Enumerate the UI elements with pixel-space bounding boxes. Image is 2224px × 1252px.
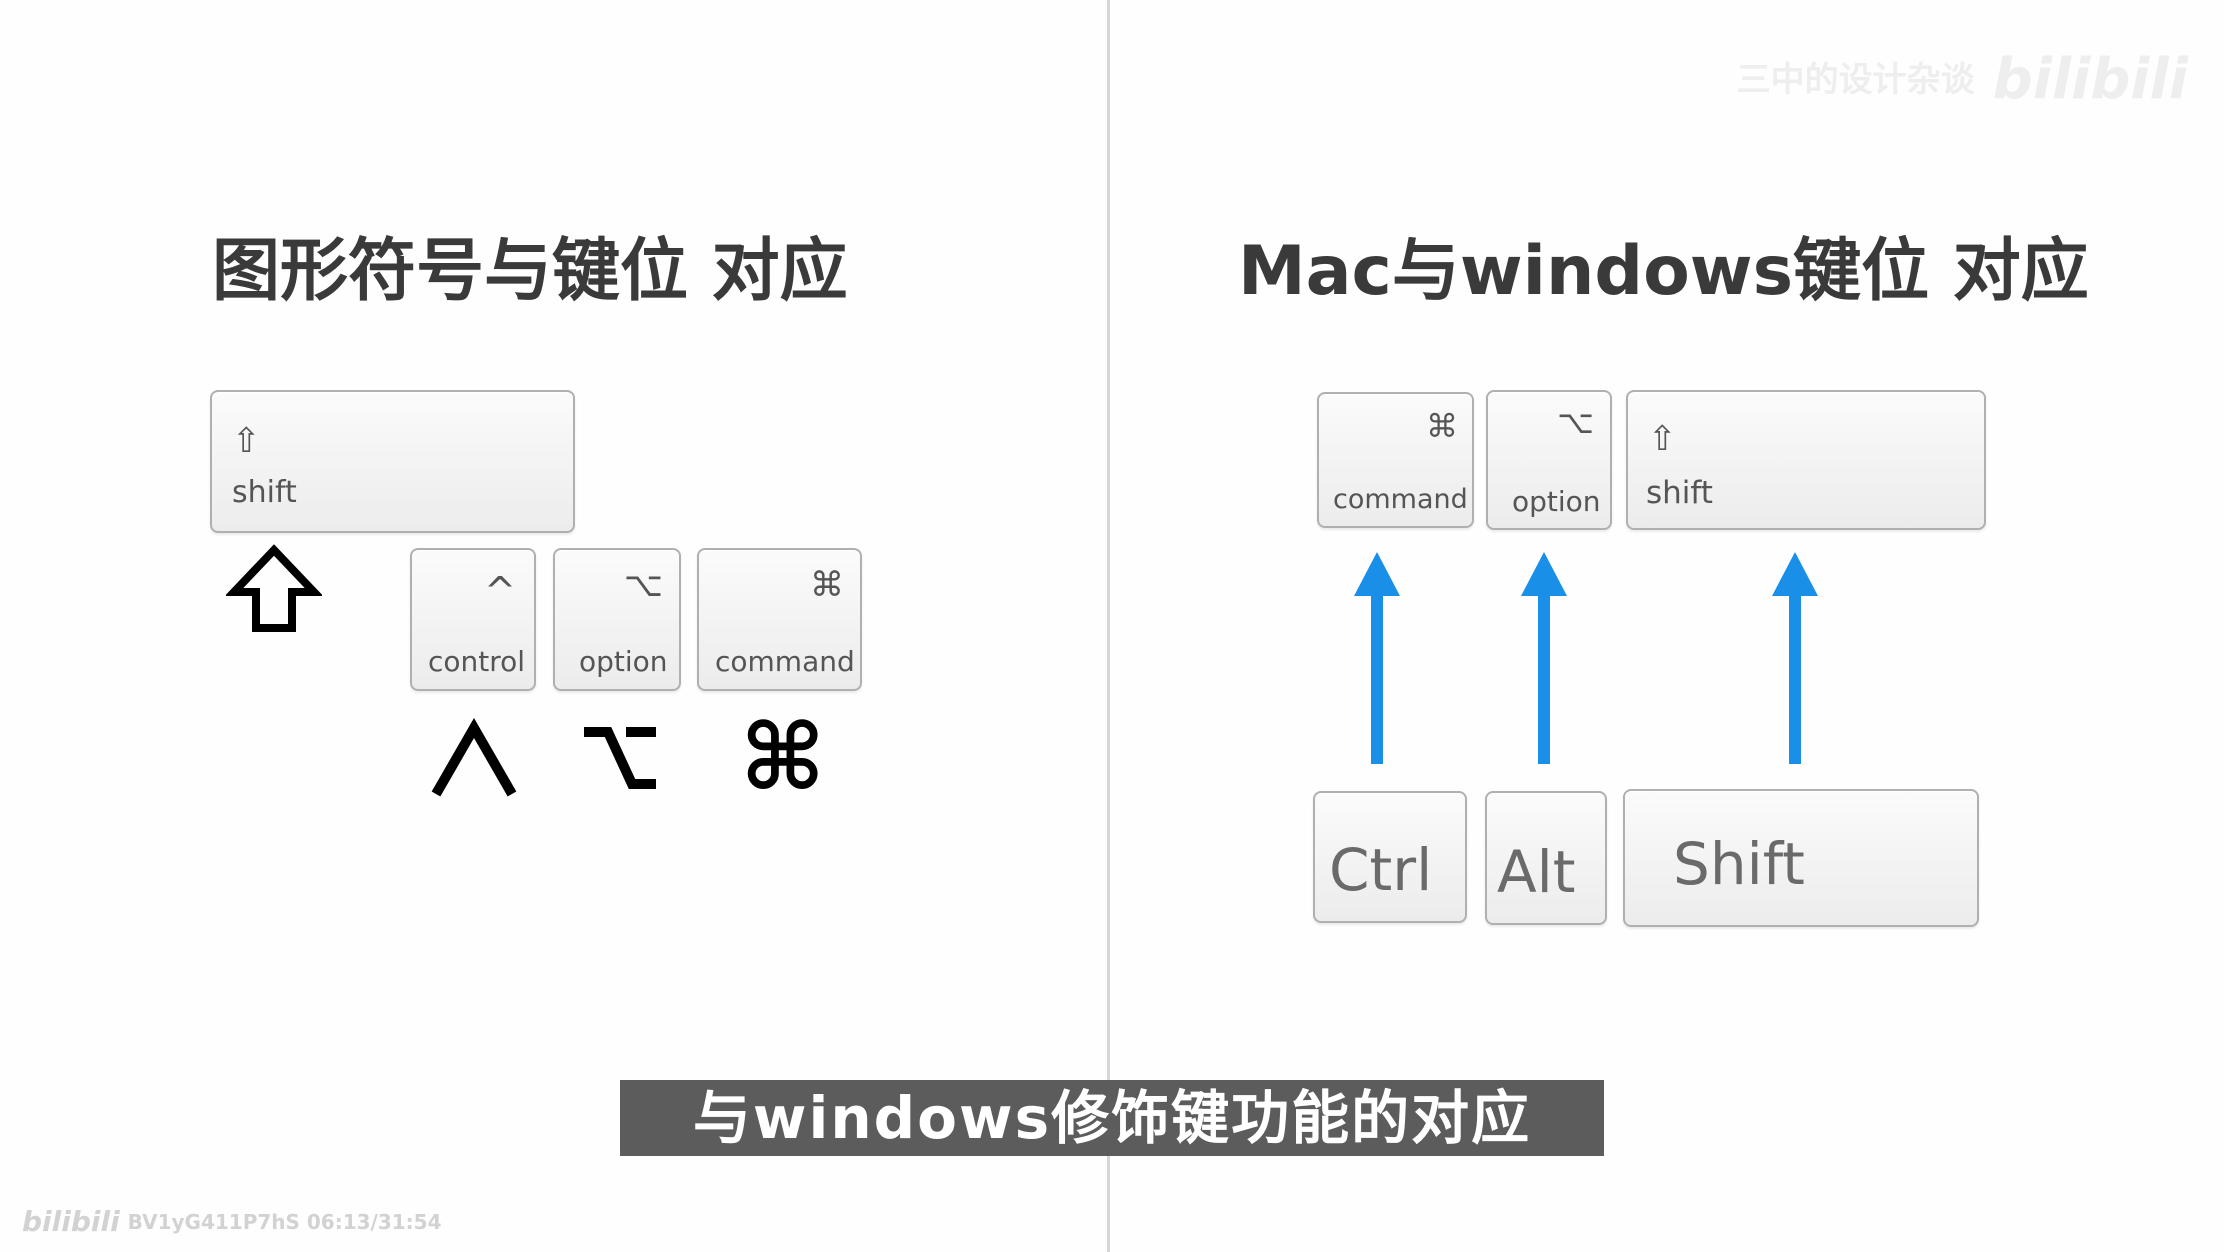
right-option-key-label: option [1512,485,1601,518]
option-glyph-icon [584,727,656,789]
mac-option-key: ⌥ option [553,548,681,691]
left-panel-title: 图形符号与键位 对应 [212,232,848,311]
mac-shift-key: ⇧ shift [210,390,575,533]
control-symbol-icon: ^ [484,569,516,613]
right-panel-title: Mac与windows键位 对应 [1238,232,2089,311]
arrow-shift-to-shift-icon [1772,552,1818,764]
bilibili-logo-icon: bilibili [1992,47,2188,112]
option-symbol-icon: ⌥ [623,565,663,605]
subtitle-caption: 与windows修饰键功能的对应 [620,1080,1604,1156]
windows-shift-label: Shift [1673,830,1805,898]
command-glyph-icon: ⌘ [740,704,826,811]
control-key-label: control [428,645,526,678]
shift-key-label: shift [232,475,297,510]
right-mac-command-key: ⌘ command [1317,392,1474,528]
right-option-symbol-icon: ⌥ [1557,403,1594,441]
uploader-name: 三中的设计杂谈 [1736,60,1975,100]
shift-symbol-icon: ⇧ [232,421,261,461]
arrow-option-to-alt-icon [1521,552,1567,764]
subtitle-text: 与windows修饰键功能的对应 [692,1084,1532,1152]
windows-alt-label: Alt [1497,838,1576,906]
windows-ctrl-key: Ctrl [1313,791,1467,923]
center-divider [1107,0,1110,1252]
command-symbol-icon: ⌘ [810,565,844,605]
shift-arrow-icon [226,544,322,632]
arrow-command-to-ctrl-icon [1354,552,1400,764]
right-command-key-label: command [1333,484,1468,515]
right-command-symbol-icon: ⌘ [1426,407,1458,445]
windows-alt-key: Alt [1485,791,1607,925]
windows-ctrl-label: Ctrl [1329,836,1433,904]
right-shift-symbol-icon: ⇧ [1648,419,1677,459]
right-mac-option-key: ⌥ option [1486,390,1612,530]
bilibili-small-logo-icon: bilibili [22,1205,120,1238]
right-mac-shift-key: ⇧ shift [1626,390,1986,530]
option-key-label: option [579,645,668,678]
mac-command-key: ⌘ command [697,548,862,691]
video-id-timestamp: BV1yG411P7hS 06:13/31:54 [127,1210,442,1234]
command-key-label: command [715,645,855,678]
right-shift-key-label: shift [1646,475,1713,511]
mac-control-key: ^ control [410,548,536,691]
control-caret-icon [431,718,517,797]
windows-shift-key: Shift [1623,789,1979,927]
video-id-watermark: bilibili BV1yG411P7hS 06:13/31:54 [22,1208,442,1236]
